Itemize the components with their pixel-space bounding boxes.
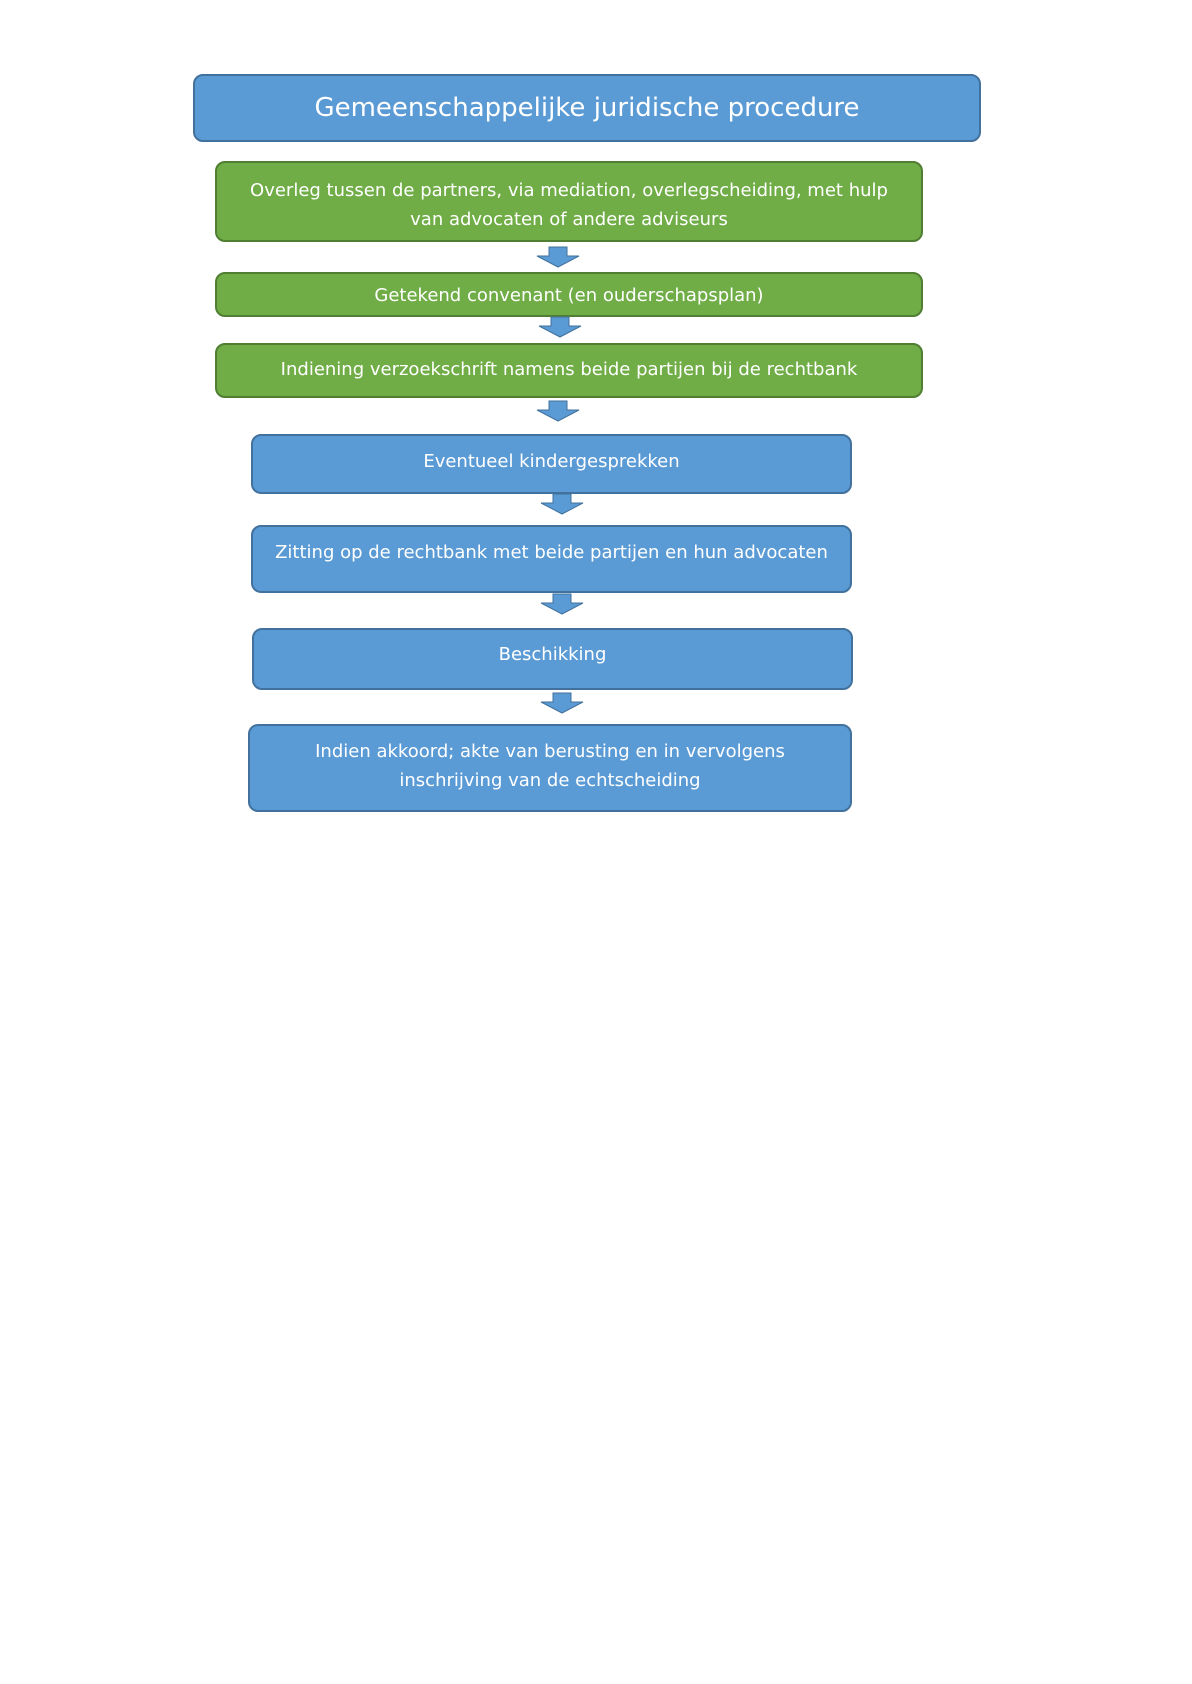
step-1-consultation: Overleg tussen de partners, via mediatio… bbox=[215, 161, 923, 242]
diagram-title-box: Gemeenschappelijke juridische procedure bbox=[193, 74, 981, 142]
step-6-decision: Beschikking bbox=[252, 628, 853, 690]
step-2-signed-covenant: Getekend convenant (en ouderschapsplan) bbox=[215, 272, 923, 317]
step-1-line-2: van advocaten of andere adviseurs bbox=[410, 209, 728, 230]
diagram-title: Gemeenschappelijke juridische procedure bbox=[314, 93, 860, 123]
step-7-acquiescence-registration: Indien akkoord; akte van berusting en in… bbox=[248, 724, 852, 812]
step-7-line-2: inschrijving van de echtscheiding bbox=[399, 770, 701, 791]
step-2-line-1: Getekend convenant (en ouderschapsplan) bbox=[374, 285, 764, 306]
down-arrow-icon bbox=[540, 692, 584, 714]
step-4-line-1: Eventueel kindergesprekken bbox=[423, 451, 680, 472]
step-4-child-interviews: Eventueel kindergesprekken bbox=[251, 434, 852, 494]
down-arrow-icon bbox=[540, 493, 584, 515]
step-5-court-hearing: Zitting op de rechtbank met beide partij… bbox=[251, 525, 852, 593]
step-6-line-1: Beschikking bbox=[498, 644, 607, 665]
step-5-line-1: Zitting op de rechtbank met beide partij… bbox=[275, 542, 828, 563]
down-arrow-icon bbox=[536, 400, 580, 422]
down-arrow-icon bbox=[538, 316, 582, 338]
step-3-petition: Indiening verzoekschrift namens beide pa… bbox=[215, 343, 923, 398]
step-1-line-1: Overleg tussen de partners, via mediatio… bbox=[250, 180, 888, 201]
step-3-line-1: Indiening verzoekschrift namens beide pa… bbox=[280, 359, 858, 380]
down-arrow-icon bbox=[540, 593, 584, 615]
step-7-line-1: Indien akkoord; akte van berusting en in… bbox=[315, 741, 785, 762]
down-arrow-icon bbox=[536, 246, 580, 268]
